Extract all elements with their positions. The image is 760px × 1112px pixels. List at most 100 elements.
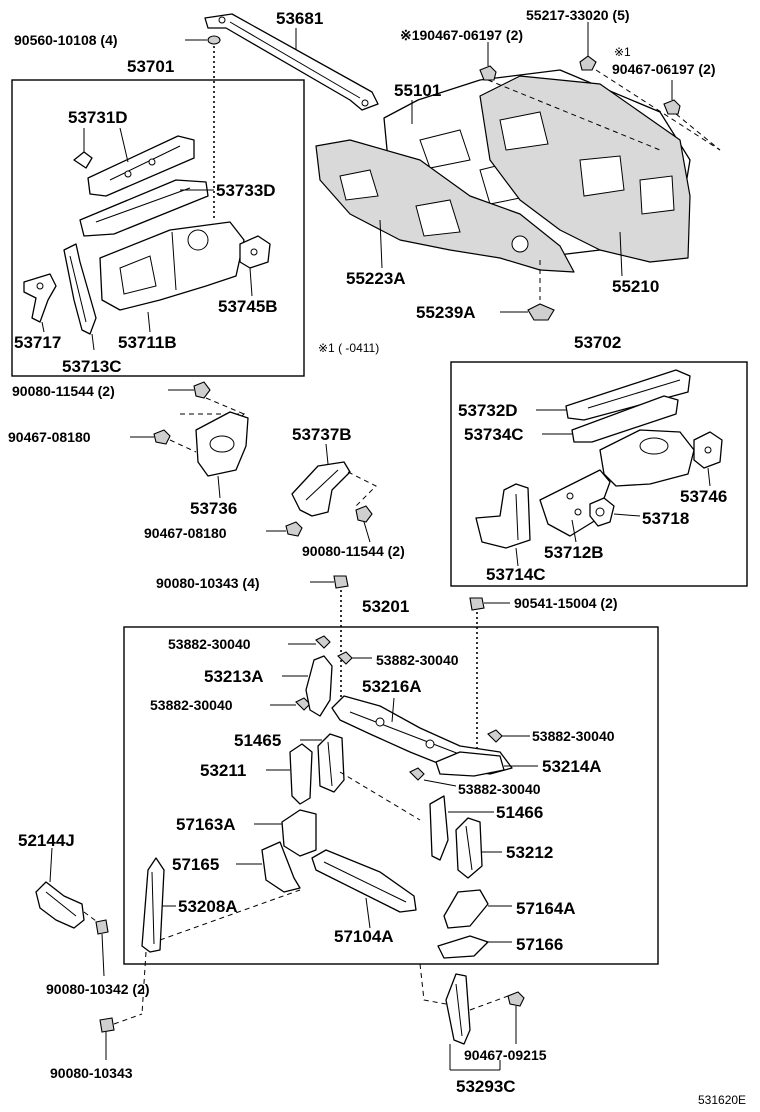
dashed-line-dash-2 (595, 69, 721, 151)
bolt-90541-icon (469, 597, 485, 611)
label-53711B: 53711B (118, 333, 177, 352)
clip-55217-icon (579, 55, 597, 71)
label-90080-10342: 90080-10342 (2) (46, 981, 150, 997)
label-90467-08180-b: 90467-08180 (144, 525, 227, 541)
leader-53711B (147, 311, 151, 333)
bolt-90560-icon (207, 35, 221, 45)
nut-90467-06197a-icon (479, 65, 497, 81)
dashed-line-53211 (339, 771, 421, 821)
part-53718 (589, 497, 615, 527)
leader-55223A (379, 219, 383, 269)
label-53213A: 53213A (204, 667, 264, 686)
label-53731D: 53731D (68, 108, 128, 127)
label-53701: 53701 (127, 57, 174, 76)
part-53731D (87, 135, 195, 197)
clip-53731D-icon (73, 151, 93, 169)
dashed-line-53293C (419, 963, 447, 1005)
label-57104A: 57104A (334, 927, 394, 946)
clip-53882-d-icon (487, 729, 503, 743)
part-53214A (435, 751, 505, 777)
label-90541-15004: 90541-15004 (2) (514, 595, 618, 611)
leader-53717 (41, 321, 45, 333)
label-figure-code: 531620E (698, 1093, 746, 1107)
nut-90467-08180b-icon (285, 521, 303, 537)
part-53745B (239, 235, 271, 269)
part-57163A (281, 809, 317, 857)
label-53702: 53702 (574, 333, 621, 352)
leader-53882-e (423, 779, 457, 787)
label-53717: 53717 (14, 333, 61, 352)
part-53212 (455, 817, 483, 879)
leader-53712B (571, 519, 577, 543)
part-53293C (445, 973, 471, 1045)
leader-52144J (49, 847, 53, 883)
label-55239A: 55239A (416, 303, 476, 322)
bolt-90080-11544a-icon (193, 381, 211, 399)
part-53734C (571, 395, 679, 443)
label-52144J: 52144J (18, 831, 75, 850)
label-53746: 53746 (680, 487, 727, 506)
part-57166 (437, 935, 489, 959)
part-53714C (475, 483, 531, 549)
label-57165: 57165 (172, 855, 219, 874)
label-57166: 57166 (516, 935, 563, 954)
dashed-line-53208A (159, 889, 301, 941)
label-90467-06197-a: ※190467-06197 (2) (400, 27, 523, 43)
label-53734C: 53734C (464, 425, 524, 444)
part-57164A (443, 889, 489, 929)
dashed-line-53736-a (205, 397, 245, 415)
label-53732D: 53732D (458, 401, 518, 420)
dashed-line-53737B (347, 471, 377, 507)
label-55210: 55210 (612, 277, 659, 296)
part-53737B (291, 461, 351, 517)
part-53211 (289, 743, 313, 805)
part-53711B (99, 221, 245, 311)
label-51466: 51466 (496, 803, 543, 822)
label-90080-11544-a: 90080-11544 (2) (12, 383, 115, 399)
part-55223A-silencer (315, 139, 575, 273)
label-55101: 55101 (394, 81, 441, 100)
clip-53882-a-icon (315, 635, 331, 649)
leader-53737B (325, 443, 329, 465)
group-box-53201 (123, 626, 659, 965)
label-53737B: 53737B (292, 425, 352, 444)
leader-57104A (365, 897, 371, 929)
group-box-53702 (450, 361, 748, 587)
dashed-line-dash-1 (487, 79, 661, 151)
leader-53746 (707, 467, 711, 487)
label-53216A: 53216A (362, 677, 422, 696)
nut-90467-06197b-icon (663, 99, 681, 115)
part-53732D (565, 369, 691, 421)
label-53212: 53212 (506, 843, 553, 862)
label-53714C: 53714C (486, 565, 546, 584)
leader-53731D (119, 127, 129, 163)
part-53213A (305, 655, 333, 717)
leader-90080-11544b (363, 521, 371, 543)
dashed-line-90080-10343b (141, 951, 147, 1015)
label-90467-08180-a: 90467-08180 (8, 429, 91, 445)
part-53733D (79, 179, 209, 237)
dashed-line-53736-b (169, 439, 197, 453)
label-note-range: ※1 ( -0411) (318, 341, 379, 355)
part-55210-insulator (479, 75, 691, 263)
dashed-line-dash-3 (675, 113, 721, 151)
label-53745B: 53745B (218, 297, 278, 316)
label-53712B: 53712B (544, 543, 604, 562)
label-90467-06197-b: 90467-06197 (2) (612, 61, 716, 77)
leader-53216A (391, 697, 395, 723)
nut-90467-08180a-icon (153, 429, 171, 445)
nut-90467-09215-icon (507, 991, 525, 1007)
bolt-90080-10342-icon (95, 919, 109, 935)
part-51466 (429, 795, 449, 861)
bolt-90080-11544b-icon (355, 505, 373, 523)
label-53736: 53736 (190, 499, 237, 518)
dashed-line-53293C-b (469, 995, 509, 1011)
dashed-line-bolt-bottom (113, 1013, 143, 1025)
label-53733D: 53733D (216, 181, 276, 200)
dashed-line-52144J (83, 911, 101, 925)
label-53882-30040-e: 53882-30040 (458, 781, 541, 797)
part-57104A-lower-support (311, 849, 417, 913)
label-90560-10108: 90560-10108 (4) (14, 32, 118, 48)
leader-53293C (449, 1044, 501, 1071)
